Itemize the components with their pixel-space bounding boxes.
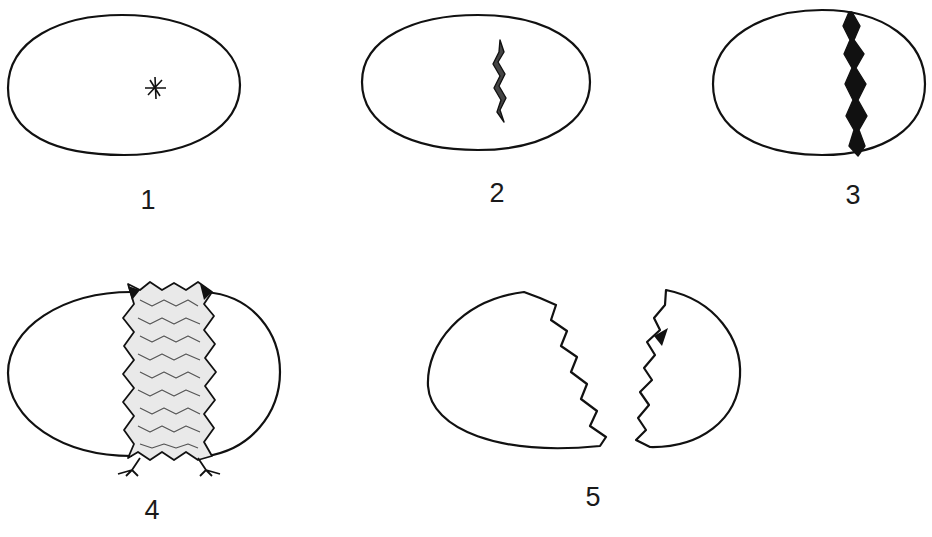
egg-outline bbox=[362, 15, 590, 150]
egg-crack bbox=[843, 12, 867, 156]
star-crack bbox=[145, 77, 166, 99]
shell-half bbox=[428, 292, 606, 448]
chick-foot bbox=[198, 458, 220, 476]
stage-number: 2 bbox=[489, 180, 504, 207]
egg-shell bbox=[206, 292, 280, 456]
egg-shell bbox=[8, 292, 132, 456]
stage-number: 5 bbox=[585, 484, 600, 511]
stage-number: 3 bbox=[845, 182, 860, 209]
chick-body bbox=[123, 282, 216, 460]
egg-crack bbox=[493, 40, 506, 122]
egg-outline bbox=[8, 15, 240, 155]
chick-foot bbox=[118, 458, 140, 476]
stage-number: 4 bbox=[144, 497, 159, 524]
shell-fragment bbox=[654, 328, 668, 346]
shell-half bbox=[636, 290, 740, 447]
dark-shell-fleck bbox=[128, 284, 212, 300]
egg-outline bbox=[713, 10, 925, 155]
feather-hatching bbox=[138, 300, 200, 448]
stage-number: 1 bbox=[140, 187, 155, 214]
